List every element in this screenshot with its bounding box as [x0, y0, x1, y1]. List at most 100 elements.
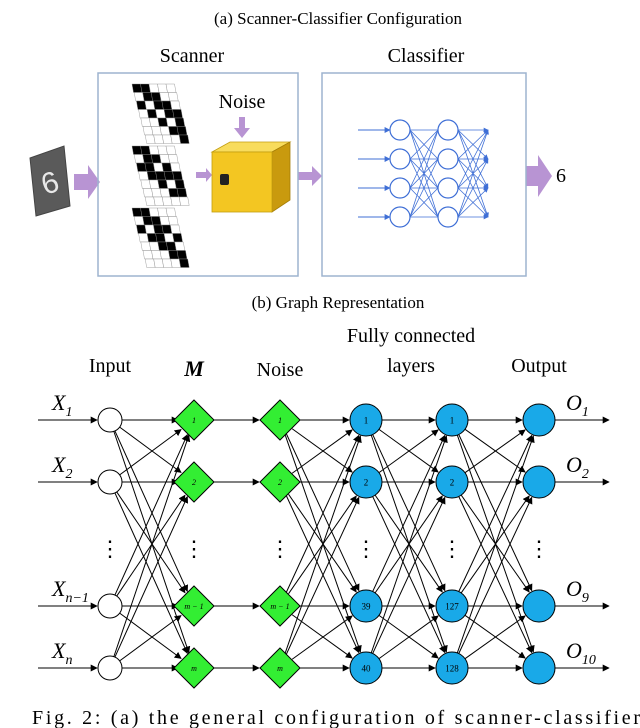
- noise-fc1-edge-3-0: [284, 435, 362, 654]
- classifier-label: Classifier: [388, 45, 465, 67]
- noise-node-3: m: [259, 647, 301, 689]
- fc2-node-1: 2: [435, 465, 469, 499]
- classifier-network-icon: [358, 119, 489, 228]
- in-m-edge-1-0: [119, 429, 182, 476]
- output-label: O10: [566, 638, 596, 668]
- m-node-1-label: 2: [192, 478, 196, 487]
- input-digit-image: 6: [29, 145, 71, 217]
- header-fc-line2: layers: [387, 355, 435, 377]
- scan-to-cube-arrow-icon: [196, 168, 212, 182]
- fc2-node-2-label: 127: [445, 602, 459, 612]
- output-label: O1: [566, 390, 589, 420]
- m-node-3-label: m: [191, 664, 197, 673]
- header-noise: Noise: [257, 359, 304, 381]
- fc1-node-2: 39: [349, 589, 383, 623]
- output-label: O2: [566, 452, 589, 482]
- fc2-out-edge-2-0: [458, 434, 533, 592]
- output-node-2: [522, 589, 556, 623]
- output-label: 6: [556, 165, 566, 187]
- fc1-node-3-label: 40: [362, 664, 372, 674]
- fc1-node-0-label: 1: [364, 416, 369, 426]
- header-output: Output: [511, 355, 567, 377]
- fc1-fc2-edge-3-2: [378, 615, 439, 660]
- ellipsis-0: ⋮: [99, 536, 121, 561]
- output-node-0: [522, 403, 556, 437]
- fc1-node-2-label: 39: [362, 602, 372, 612]
- input-node-2: [97, 593, 123, 619]
- header-input: Input: [89, 355, 132, 377]
- fc2-out-edge-3-2: [464, 615, 526, 660]
- graph-nodes: 1 1 1 1 2 2 2 2 m − 1 m − 1 39 127 m m 40 128: [97, 399, 556, 689]
- in-m-edge-0-1: [119, 426, 182, 473]
- fc2-node-0-label: 1: [450, 416, 455, 426]
- input-node-1: [97, 469, 123, 495]
- in-m-edge-3-0: [113, 434, 191, 657]
- in-m-edge-2-0: [114, 433, 189, 596]
- noise-fc1-edge-1-0: [291, 429, 353, 474]
- fc2-node-3: 128: [435, 651, 469, 685]
- noise-fc1-edge-0-2: [285, 433, 360, 592]
- graph-edges: [38, 416, 610, 672]
- caption-b: (b) Graph Representation: [252, 293, 425, 312]
- in-m-edge-2-3: [119, 612, 182, 659]
- m-node-2-label: m − 1: [184, 602, 203, 611]
- figure-caption: Fig. 2: (a) the general configuration of…: [32, 707, 640, 728]
- noise-arrow-icon: [234, 117, 250, 138]
- noise-node-0: 1: [259, 399, 301, 441]
- in-m-edge-3-2: [119, 615, 182, 662]
- scan-grid-1-icon: [131, 83, 190, 144]
- scan-grid-3-icon: [131, 207, 190, 268]
- scanner-label: Scanner: [160, 45, 225, 67]
- header-m: M: [183, 356, 205, 381]
- input-label: X2: [51, 452, 72, 482]
- noise-node-2: m − 1: [259, 585, 301, 627]
- fc2-node-2: 127: [435, 589, 469, 623]
- input-node-3: [97, 655, 123, 681]
- fc1-node-3: 40: [349, 651, 383, 685]
- m-node-3: m: [173, 647, 215, 689]
- noise-fc1-edge-1-3: [285, 495, 360, 654]
- noise-fc1-edge-1-2: [288, 494, 357, 593]
- output-arrow-icon: [526, 155, 552, 197]
- m-node-1: 2: [173, 461, 215, 503]
- fc2-node-0: 1: [435, 403, 469, 437]
- ellipsis-5: ⋮: [528, 536, 550, 561]
- fc1-fc2-edge-1-0: [378, 429, 439, 474]
- fc1-fc2-edge-3-0: [370, 435, 448, 654]
- output-label: O9: [566, 576, 589, 606]
- ellipsis-3: ⋮: [355, 536, 377, 561]
- fc1-fc2-edge-3-1: [372, 496, 446, 654]
- fc1-node-1-label: 2: [364, 478, 369, 488]
- noise-node-1-label: 2: [278, 478, 282, 487]
- in-m-edge-1-2: [116, 491, 186, 594]
- fc1-node-1: 2: [349, 465, 383, 499]
- noise-fc1-edge-3-1: [285, 496, 360, 655]
- in-m-edge-0-2: [114, 430, 189, 593]
- noise-label: Noise: [219, 91, 266, 113]
- noise-fc1-edge-2-0: [285, 434, 360, 593]
- in-m-edge-2-1: [116, 494, 186, 597]
- noise-node-0-label: 1: [278, 416, 282, 425]
- noise-cube-icon: [210, 141, 292, 213]
- m-node-0-label: 1: [192, 416, 196, 425]
- fc2-node-1-label: 2: [450, 478, 455, 488]
- noise-fc1-edge-3-2: [291, 615, 353, 660]
- noise-node-1: 2: [259, 461, 301, 503]
- noise-fc1-edge-2-3: [291, 614, 353, 659]
- scan-grid-2-icon: [131, 145, 190, 206]
- fc2-out-edge-3-1: [458, 496, 533, 654]
- in-m-edge-3-1: [114, 495, 189, 658]
- fc1-fc2-edge-2-0: [372, 434, 446, 592]
- m-node-0: 1: [173, 399, 215, 441]
- ellipsis-1: ⋮: [183, 536, 205, 561]
- output-node-1: [522, 465, 556, 499]
- ellipsis-2: ⋮: [269, 536, 291, 561]
- scanner-to-classifier-arrow-icon: [298, 166, 322, 186]
- scanner-box: [97, 72, 299, 277]
- noise-fc1-edge-0-1: [291, 428, 353, 473]
- fc2-out-edge-3-0: [456, 435, 535, 654]
- m-node-2: m − 1: [173, 585, 215, 627]
- in-m-edge-0-3: [113, 431, 191, 654]
- output-node-3: [522, 651, 556, 685]
